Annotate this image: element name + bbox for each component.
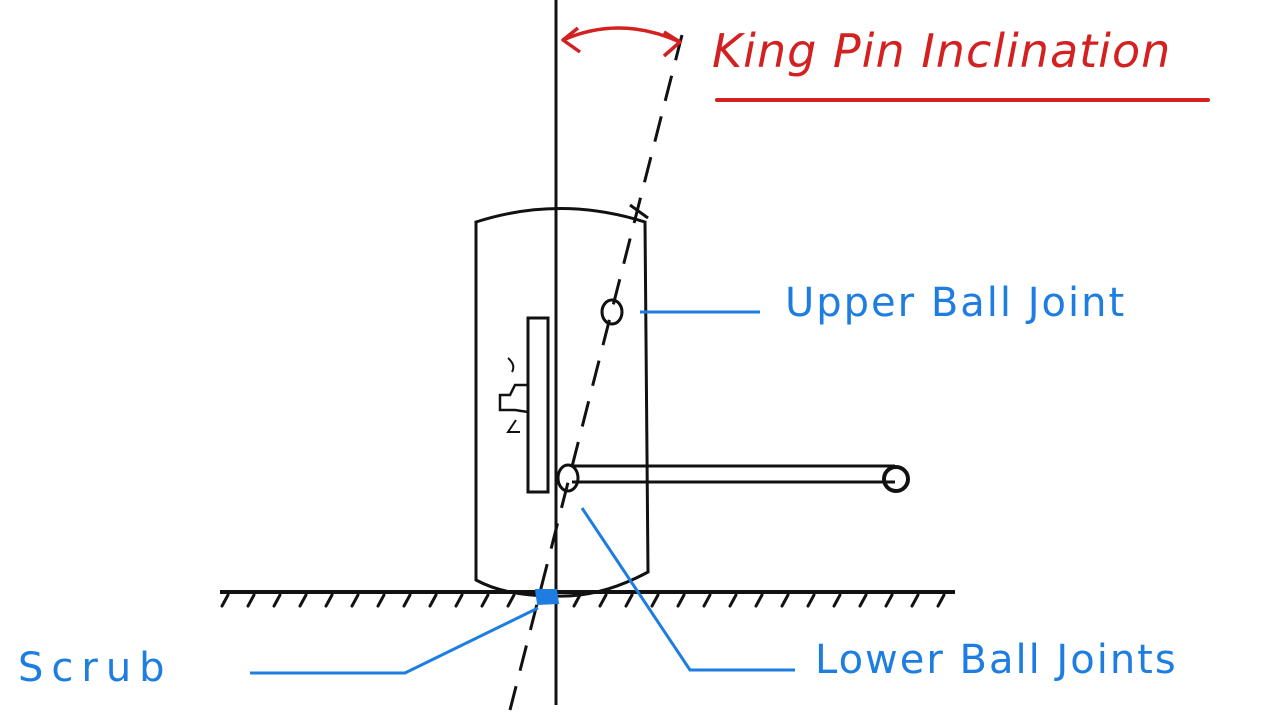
wheel-outline	[474, 207, 650, 598]
scrub-label: Scrub	[18, 645, 173, 691]
lower-ball-joint	[556, 463, 580, 493]
title-underline	[715, 98, 1210, 102]
scrub-leader	[250, 606, 539, 675]
lower-ball-joints-label: Lower Ball Joints	[815, 637, 1178, 683]
kingpin-axis-dashed	[508, 34, 684, 711]
scrub-marker	[534, 589, 560, 606]
wheel-top-tick	[629, 203, 649, 220]
arc-arrowhead-right	[662, 30, 682, 58]
hub-detail	[498, 383, 529, 414]
control-arm-pivot	[882, 465, 910, 493]
ground-hatching	[220, 593, 946, 608]
lower-ball-joint-leader	[580, 507, 795, 672]
upper-ball-joint	[600, 298, 624, 326]
hub-small-mark-top	[507, 357, 515, 373]
diagram-title: King Pin Inclination	[712, 24, 1172, 78]
hub-small-mark-bottom	[506, 419, 520, 433]
upper-ball-joint-label: Upper Ball Joint	[785, 280, 1127, 326]
inclination-arc-arrow	[562, 26, 681, 44]
hub-plate	[526, 316, 550, 494]
arc-arrowhead-left	[561, 26, 582, 54]
